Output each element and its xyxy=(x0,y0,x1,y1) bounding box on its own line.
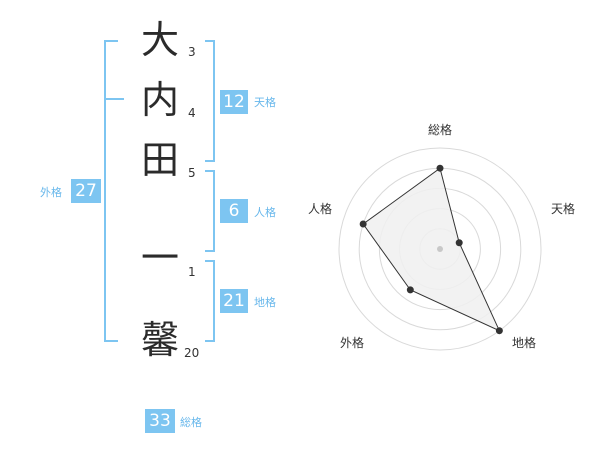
radar-label-soukaku: 総格 xyxy=(428,123,453,137)
radar-label-jinkaku: 人格 xyxy=(308,202,333,216)
name-char-5: 馨 xyxy=(140,318,179,362)
jinkaku-label: 人格 xyxy=(254,206,276,219)
stroke-count-1: 3 xyxy=(188,45,196,59)
radar-data-polygon xyxy=(362,167,501,332)
stroke-count-2: 4 xyxy=(188,106,196,120)
soukaku-value: 33 xyxy=(145,409,175,433)
gaikaku-bracket-tick xyxy=(104,98,124,100)
name-char-3: 田 xyxy=(140,138,179,182)
radar-point-4 xyxy=(406,286,414,294)
gaikaku-label: 外格 xyxy=(40,186,62,199)
radar-ring xyxy=(338,147,542,351)
stroke-count-4: 1 xyxy=(188,265,196,279)
radar-label-tenkaku: 天格 xyxy=(551,202,576,216)
tenkaku-bracket xyxy=(205,40,215,162)
radar-center-dot xyxy=(437,246,443,252)
jinkaku-value: 6 xyxy=(220,199,248,223)
jinkaku-bracket xyxy=(205,170,215,252)
radar-label-chikaku: 地格 xyxy=(512,336,537,350)
soukaku-label: 総格 xyxy=(180,416,202,429)
stroke-count-3: 5 xyxy=(188,166,196,180)
chikaku-value: 21 xyxy=(220,289,248,313)
radar-point-3 xyxy=(495,327,503,335)
name-char-2: 内 xyxy=(140,78,179,122)
stroke-count-5: 20 xyxy=(184,346,200,360)
tenkaku-label: 天格 xyxy=(254,96,276,109)
chikaku-bracket xyxy=(205,260,215,342)
tenkaku-value: 12 xyxy=(220,90,248,114)
name-char-4: 一 xyxy=(140,236,179,280)
radar-point-2 xyxy=(455,239,463,247)
gaikaku-bracket xyxy=(104,40,118,342)
gaikaku-value: 27 xyxy=(71,179,101,203)
radar-point-1 xyxy=(436,164,444,172)
chikaku-label: 地格 xyxy=(254,296,276,309)
name-char-1: 大 xyxy=(140,18,179,62)
radar-label-gaikaku: 外格 xyxy=(340,336,365,350)
radar-point-5 xyxy=(359,220,367,228)
